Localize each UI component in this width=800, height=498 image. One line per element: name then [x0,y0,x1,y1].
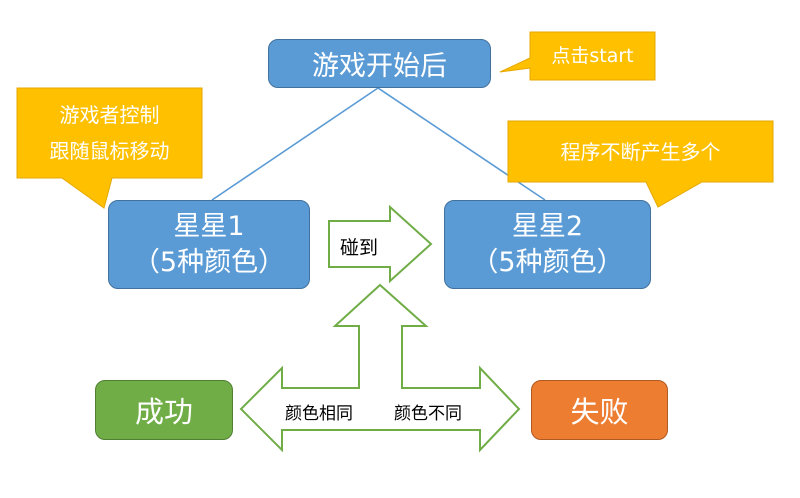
player-callout-line-2: 跟随鼠标移动 [49,139,170,163]
start-box-label: 游戏开始后 [312,51,447,82]
collide-arrow-shape [328,204,433,284]
player-callout-shape [16,87,203,209]
success-box-label: 成功 [134,395,193,429]
spawn-callout-shape [507,120,774,208]
star2-subtitle: （5种颜色） [471,246,624,278]
star1-title: 星星1 [173,210,245,242]
start-callout: 点击start [530,32,655,80]
connector-line-left [211,87,379,201]
success-box: 成功 [95,380,233,440]
same-color-label: 颜色相同 [285,404,353,424]
fail-box-label: 失败 [570,395,629,429]
spawn-callout-text: 程序不断产生多个 [560,139,721,164]
spawn-callout: 程序不断产生多个 [508,121,773,182]
player-callout-line-1: 游戏者控制 [59,103,160,127]
different-color-label: 颜色不同 [394,404,462,424]
star2-title: 星星2 [511,210,584,242]
star2-box: 星星2 （5种颜色） [444,200,651,289]
fail-box: 失败 [531,380,668,440]
collide-arrow-label: 碰到 [340,237,379,259]
start-callout-text: 点击start [551,45,634,67]
star1-box: 星星1 （5种颜色） [108,200,310,289]
outcome-arrow-shape [239,283,521,453]
start-callout-shape [499,31,656,81]
player-callout: 游戏者控制 跟随鼠标移动 [17,91,202,175]
star1-subtitle: （5种颜色） [132,246,286,278]
start-box: 游戏开始后 [268,39,491,88]
